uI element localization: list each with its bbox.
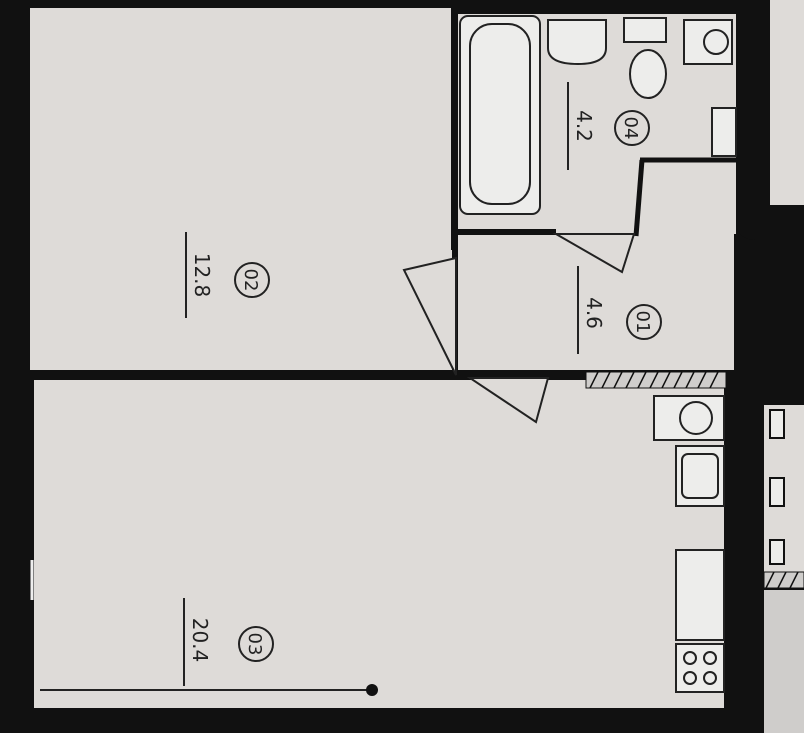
right-strip-upper [770,0,804,205]
right-window-1 [769,409,785,439]
room-01-area: 4.6 [582,297,606,329]
hatch-lines-right [765,571,799,589]
wc-shelf [711,107,737,157]
room-03-floor [34,380,666,708]
room-02-area-label: 12.8 [190,253,214,298]
door-swing-03 [466,377,550,424]
kitchen-cabinet [675,549,725,641]
room-01-number: 01 [632,311,653,334]
right-window-2 [769,477,785,507]
wall-right-notch [736,0,804,240]
bathtub [459,15,541,215]
room-02-number: 02 [240,269,261,292]
wall-right-pillar [728,378,764,733]
room-01-badge [626,304,662,340]
door-swing-bath [552,233,636,274]
room-02-area: 12.8 [190,253,214,298]
measure-dot [366,684,378,696]
bathtub-inner [469,23,531,205]
toilet-bowl [629,49,667,99]
room-03-area-label: 20.4 [188,618,212,663]
hatch-lines [589,371,719,389]
room-01-area-label: 4.6 [582,297,606,329]
room-02-label: 02 [234,262,270,298]
stove-burner-1 [683,651,697,665]
right-window-3 [769,539,785,565]
room-03-badge [238,626,274,662]
room-03-label: 03 [238,626,274,662]
kitchen-sink-bowl [679,401,713,435]
kitchen-counter-inner [681,453,719,499]
toilet-tank [623,17,667,43]
door-swing-02 [402,256,457,376]
wc-sink [683,19,733,65]
room-04-label: 04 [614,110,650,146]
bath-sink [547,19,607,66]
room-03-area: 20.4 [188,618,212,663]
hatched-wall [585,371,727,389]
room-02-badge [234,262,270,298]
right-strip-bottom [762,590,804,733]
wall-wc-vert [633,159,645,237]
room-04-area: 4.2 [572,110,596,142]
room-02-floor [30,8,452,370]
stove-burner-2 [703,651,717,665]
room-03-number: 03 [244,633,265,656]
room-04-number: 04 [620,117,641,140]
stove-burner-4 [703,671,717,685]
room-04-area-label: 4.2 [572,110,596,142]
kitchen-stove [675,643,725,693]
room-04-badge [614,110,650,146]
stove-burner-3 [683,671,697,685]
wc-sink-bowl [703,29,729,55]
room-01-label: 01 [626,304,662,340]
